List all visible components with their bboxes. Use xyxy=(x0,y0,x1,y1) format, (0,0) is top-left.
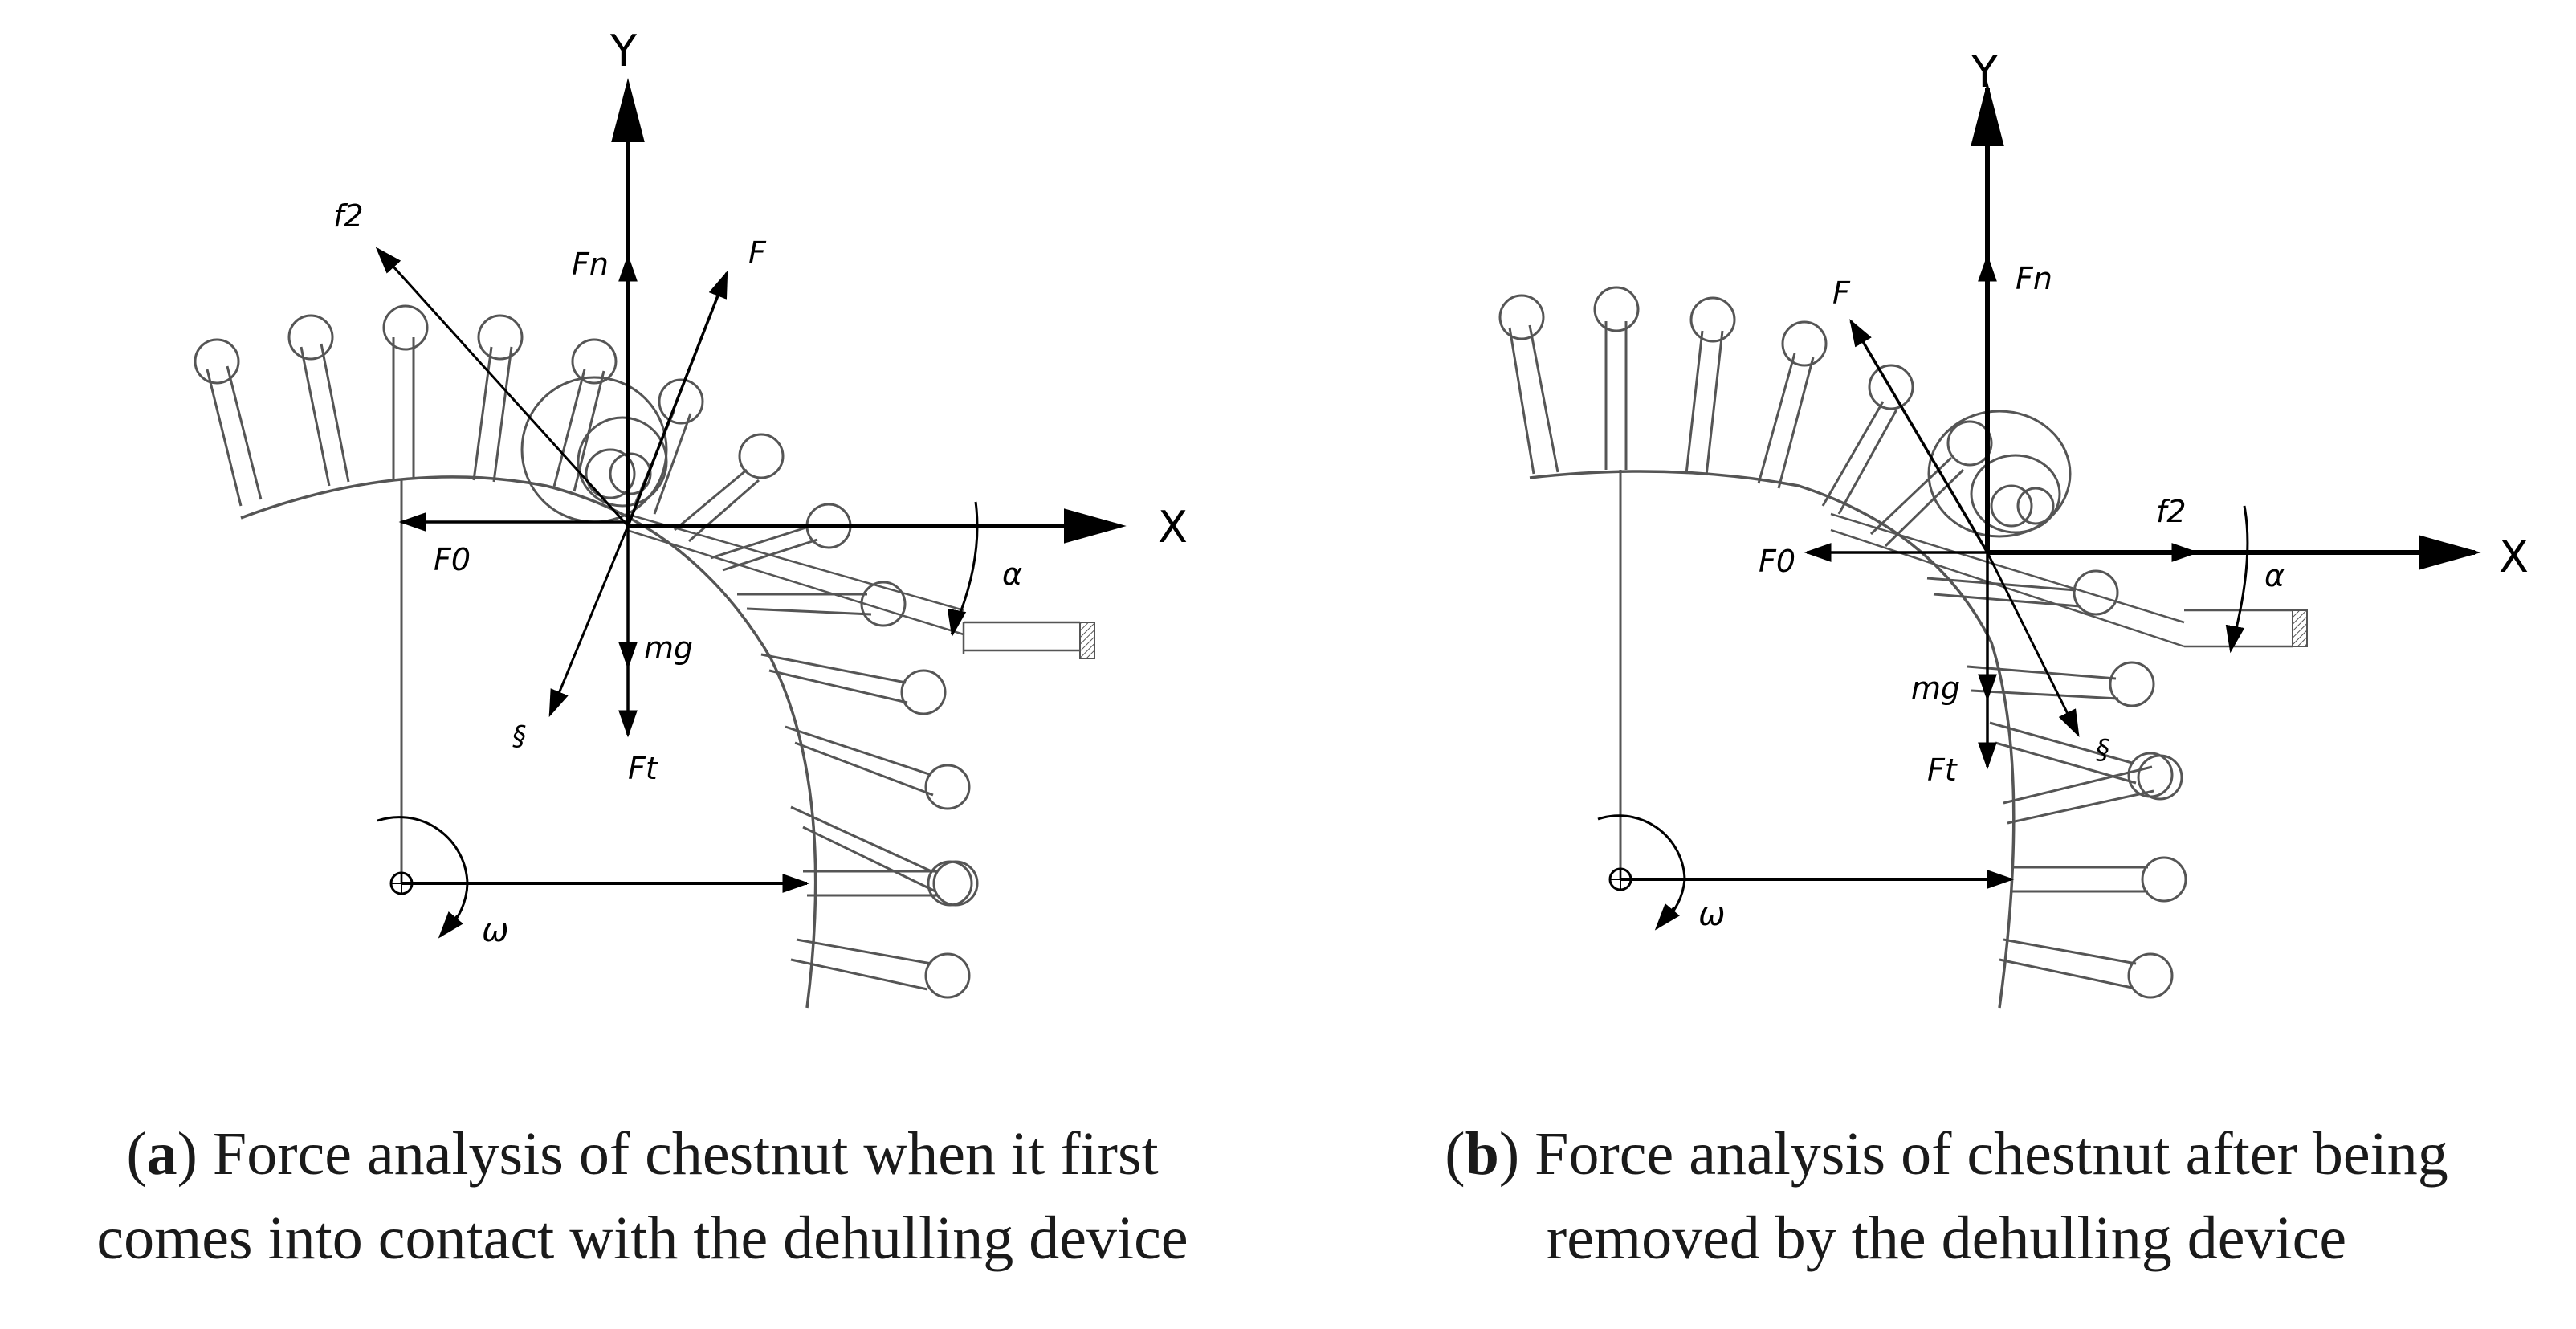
mg-label: mg xyxy=(1911,671,1960,706)
alpha-label: α xyxy=(1002,556,1022,592)
f0-label: F0 xyxy=(434,542,471,577)
f2-vector xyxy=(375,247,630,528)
alpha-angle-arc xyxy=(2229,505,2249,651)
caption-b-text1: ) Force analysis of chestnut after being xyxy=(1498,1120,2448,1188)
caption-a: (a) Force analysis of chestnut when it f… xyxy=(0,1112,1285,1281)
caption-a-text1: ) Force analysis of chestnut when it fir… xyxy=(177,1120,1159,1188)
dehulling-teeth-group xyxy=(194,304,979,999)
mg-label: mg xyxy=(644,630,693,666)
caption-b-line2: removed by the dehulling device xyxy=(1546,1204,2347,1272)
caption-b-line1: (b) Force analysis of chestnut after bei… xyxy=(1445,1120,2448,1188)
xi-label: § xyxy=(512,720,526,752)
f2-label: f2 xyxy=(333,198,364,234)
x-axis-label: X xyxy=(2499,532,2529,582)
rotation-arc-icon xyxy=(377,816,469,933)
y-axis-label: Y xyxy=(1971,47,1999,97)
x-axis-label: X xyxy=(1158,502,1188,552)
y-axis-label: Y xyxy=(609,26,638,76)
caption-b: (b) Force analysis of chestnut after bei… xyxy=(1317,1112,2576,1281)
f-label: F xyxy=(748,235,767,271)
dehulling-teeth-group xyxy=(1498,286,2187,999)
omega-label: ω xyxy=(482,912,509,949)
panel-a-diagram: ω xyxy=(194,26,1188,1009)
xi-label: § xyxy=(2096,734,2109,766)
fn-label: Fn xyxy=(572,247,609,282)
drum-arc xyxy=(1529,470,2016,1009)
chestnut xyxy=(1927,410,2072,538)
caption-b-letter: b xyxy=(1465,1120,1499,1188)
f-vector xyxy=(626,270,728,527)
omega-label: ω xyxy=(1698,896,1726,933)
xi-vector xyxy=(548,525,630,718)
drum-arc xyxy=(240,475,817,1009)
fixed-support xyxy=(2292,609,2308,647)
ft-label: Ft xyxy=(628,751,659,786)
panel-b-diagram: ω xyxy=(1498,47,2529,1009)
alpha-label: α xyxy=(2264,558,2285,593)
alpha-angle-arc xyxy=(950,501,979,635)
caption-a-line1: (a) Force analysis of chestnut when it f… xyxy=(126,1120,1159,1188)
f2-label: f2 xyxy=(2156,494,2187,529)
rotation-arc-icon xyxy=(1597,814,1686,925)
caption-a-line2: comes into contact with the dehulling de… xyxy=(96,1204,1188,1272)
fixed-support xyxy=(1079,622,1095,659)
fn-label: Fn xyxy=(2016,261,2052,296)
caption-a-letter: a xyxy=(146,1120,177,1188)
ft-label: Ft xyxy=(1927,752,1958,788)
f-vector xyxy=(1849,319,1989,553)
f0-label: F0 xyxy=(1759,544,1795,579)
xi-vector xyxy=(1986,552,2080,738)
f-label: F xyxy=(1832,275,1851,311)
